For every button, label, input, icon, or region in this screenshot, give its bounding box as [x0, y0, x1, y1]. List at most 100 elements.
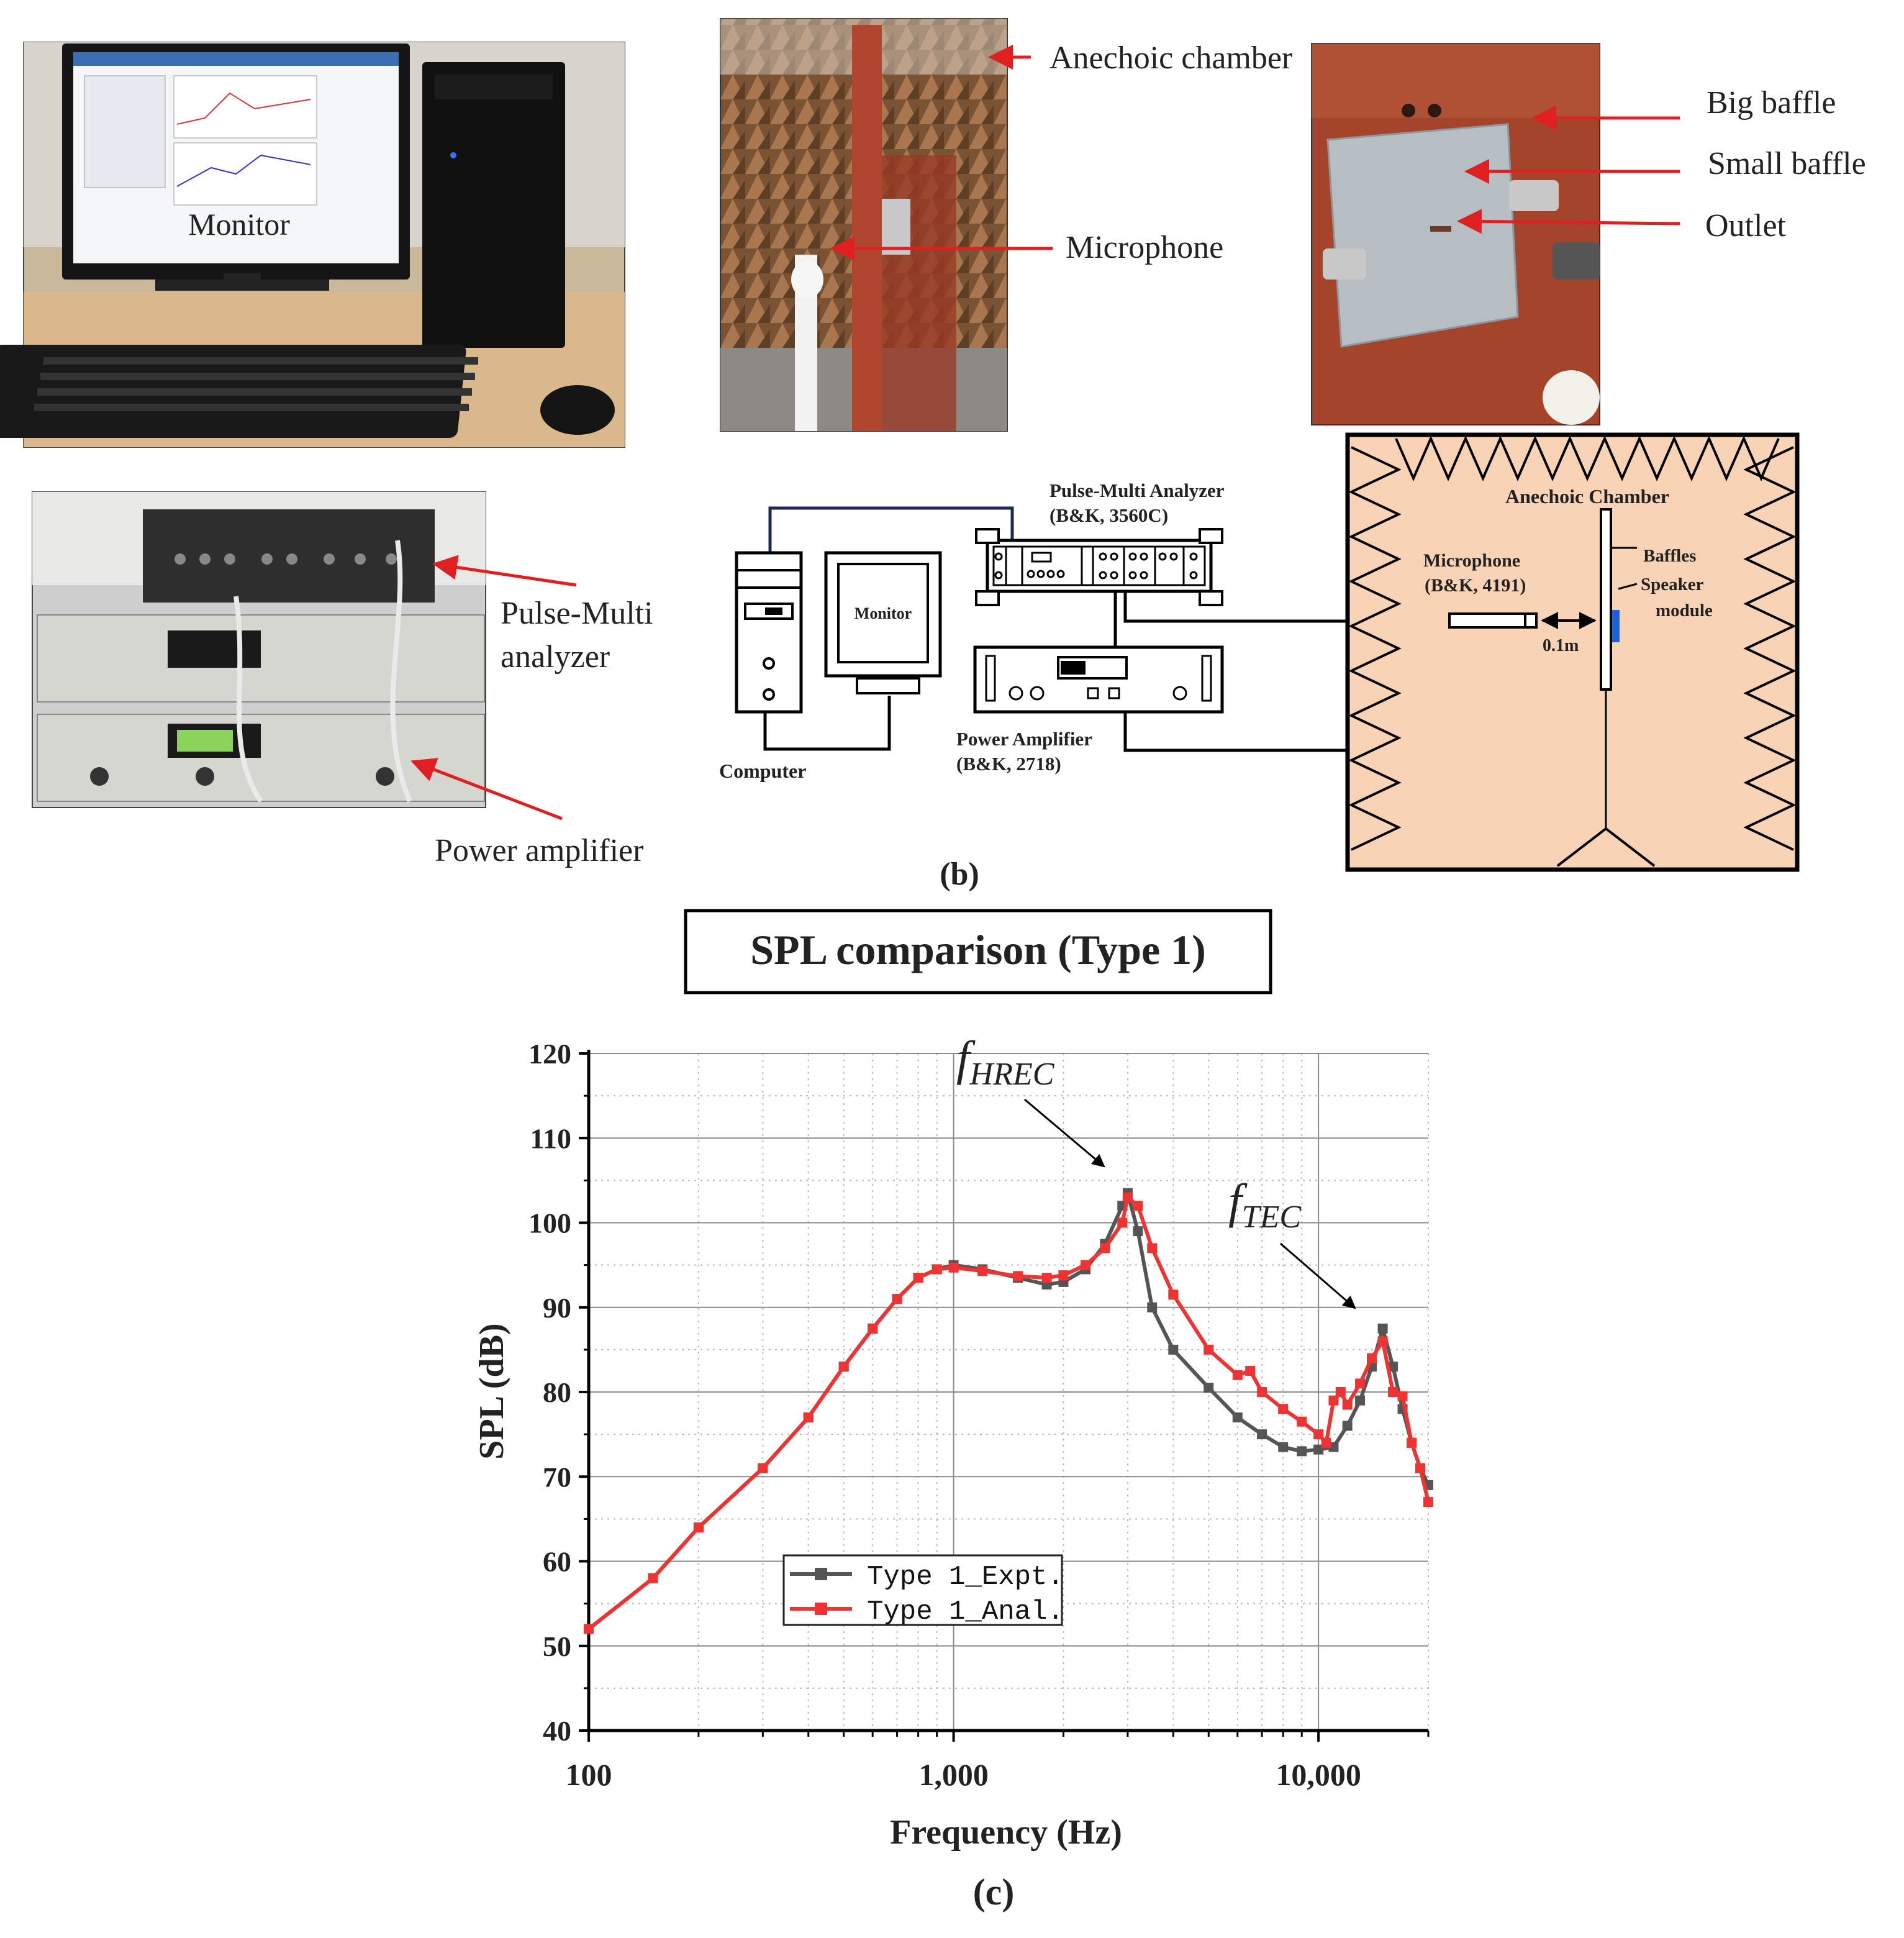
legend-label-expt: Type 1_Expt.	[867, 1562, 1064, 1593]
series-point-anal	[1415, 1463, 1425, 1473]
series-point-anal	[868, 1323, 878, 1334]
panel-c-label: (c)	[973, 1872, 1015, 1913]
series-point-anal	[1297, 1416, 1307, 1427]
schematic-microphone	[1448, 612, 1538, 629]
series-point-anal	[1397, 1391, 1408, 1401]
schematic-baffle	[1600, 508, 1612, 691]
series-point-expt	[1257, 1429, 1267, 1440]
series-point-expt	[1388, 1362, 1399, 1372]
monitor-photo-label: Monitor	[188, 207, 290, 242]
big-baffle-label: Big baffle	[1707, 85, 1836, 121]
series-point-expt	[1168, 1344, 1179, 1355]
baffles-label: Baffles	[1643, 546, 1696, 566]
outlet-slot	[1430, 226, 1451, 232]
series-point-anal	[1168, 1290, 1179, 1300]
pulse-multi-label-line1: Pulse-Multi	[501, 596, 653, 631]
small-baffle-label: Small baffle	[1708, 146, 1866, 181]
series-point-anal	[977, 1266, 988, 1276]
chart-title-box: SPL comparison (Type 1)	[684, 909, 1272, 994]
series-point-anal	[1335, 1387, 1346, 1397]
series-point-anal	[1013, 1271, 1023, 1281]
computer-label: Computer	[719, 760, 806, 782]
y-tick-label: 70	[543, 1461, 571, 1493]
series-point-anal	[1313, 1429, 1324, 1440]
photo-anechoic-chamber: Anechoic chamber Microphone	[720, 18, 1292, 432]
series-point-expt	[1278, 1442, 1289, 1452]
series-point-expt	[1232, 1412, 1243, 1422]
schematic-analyzer	[986, 539, 1213, 593]
series-point-anal	[1388, 1387, 1399, 1397]
chart-legend: Type 1_Expt. Type 1_Anal.	[782, 1554, 1064, 1627]
annotation-hrec: fHREC	[956, 1031, 1105, 1168]
series-point-anal	[1058, 1270, 1069, 1280]
y-tick-label: 90	[543, 1292, 571, 1324]
annotation-tec: fTEC	[1228, 1174, 1356, 1309]
photo-computer: Monitor	[0, 42, 625, 448]
photo-baffle: Big baffle Small baffle Outlet	[1311, 43, 1866, 425]
series-point-expt	[1297, 1446, 1307, 1457]
series-point-expt	[1342, 1421, 1353, 1431]
schematic-chamber	[1345, 432, 1800, 872]
series-point-anal	[1278, 1404, 1289, 1414]
x-tick-label: 10,000	[1276, 1757, 1361, 1792]
distance-label: 0.1m	[1543, 636, 1579, 655]
x-axis-label: Frequency (Hz)	[890, 1813, 1122, 1852]
speaker-label-line1: Speaker	[1641, 575, 1704, 594]
pulse-multi-label-line2: analyzer	[501, 639, 610, 675]
series-point-anal	[1100, 1243, 1110, 1253]
anechoic-chamber-label: Anechoic chamber	[1049, 40, 1292, 76]
speaker-label-line2: module	[1656, 601, 1713, 621]
x-tick-label: 100	[566, 1757, 612, 1792]
y-tick-label: 50	[543, 1631, 571, 1662]
series-point-anal	[1117, 1217, 1128, 1228]
cable-pc-monitor	[763, 696, 891, 751]
y-tick-label: 80	[543, 1376, 571, 1408]
annotation-arrow	[1024, 1098, 1105, 1168]
power-amplifier-photo-label: Power amplifier	[435, 833, 643, 868]
series-point-anal	[1377, 1336, 1388, 1347]
series-point-expt	[1147, 1302, 1158, 1312]
series-point-anal	[1147, 1243, 1158, 1253]
series-point-anal	[913, 1273, 923, 1283]
series-point-anal	[1257, 1387, 1267, 1397]
cable-analyzer-mic	[1123, 588, 1348, 623]
series-point-anal	[1122, 1192, 1133, 1203]
series-point-anal	[1081, 1260, 1091, 1270]
series-point-anal	[892, 1294, 902, 1304]
series-point-anal	[948, 1262, 959, 1273]
small-baffle-plate	[1326, 123, 1519, 348]
amplifier-model: (B&K, 2718)	[956, 753, 1061, 775]
schematic-setup: Computer Monitor Pulse-Multi Analyzer (B…	[719, 432, 1800, 892]
annotation-label-tec: fTEC	[1228, 1174, 1302, 1235]
series-point-expt	[1204, 1383, 1214, 1393]
annotation-arrow	[1280, 1242, 1356, 1309]
legend-marker-expt	[815, 1568, 827, 1580]
schematic-monitor-label: Monitor	[855, 604, 912, 622]
computer-tower	[422, 62, 565, 348]
series-point-anal	[584, 1624, 594, 1634]
y-tick-label: 100	[528, 1208, 571, 1239]
analyzer-title: Pulse-Multi Analyzer	[1049, 480, 1225, 501]
series-point-anal	[1041, 1273, 1052, 1283]
series-point-anal	[1321, 1437, 1331, 1448]
chamber-title: Anechoic Chamber	[1505, 485, 1669, 507]
chart-annotations: fHREC fTEC	[956, 1031, 1356, 1309]
series-point-expt	[1313, 1444, 1324, 1455]
series-point-anal	[1407, 1437, 1417, 1448]
series-point-expt	[1355, 1395, 1366, 1406]
y-tick-label: 40	[543, 1715, 571, 1747]
series-point-anal	[1355, 1378, 1366, 1389]
series-point-anal	[1232, 1370, 1243, 1380]
schematic-speaker-module	[1612, 610, 1620, 642]
chart-series	[584, 1188, 1433, 1634]
series-point-expt	[1133, 1226, 1143, 1237]
series-point-anal	[648, 1573, 658, 1583]
legend-marker-anal	[815, 1603, 827, 1615]
y-tick-label: 120	[528, 1038, 571, 1070]
amplifier-title: Power Amplifier	[956, 728, 1092, 750]
microphone-photo-label: Microphone	[1066, 230, 1223, 265]
series-point-anal	[932, 1264, 942, 1275]
y-tick-label: 60	[543, 1546, 571, 1578]
